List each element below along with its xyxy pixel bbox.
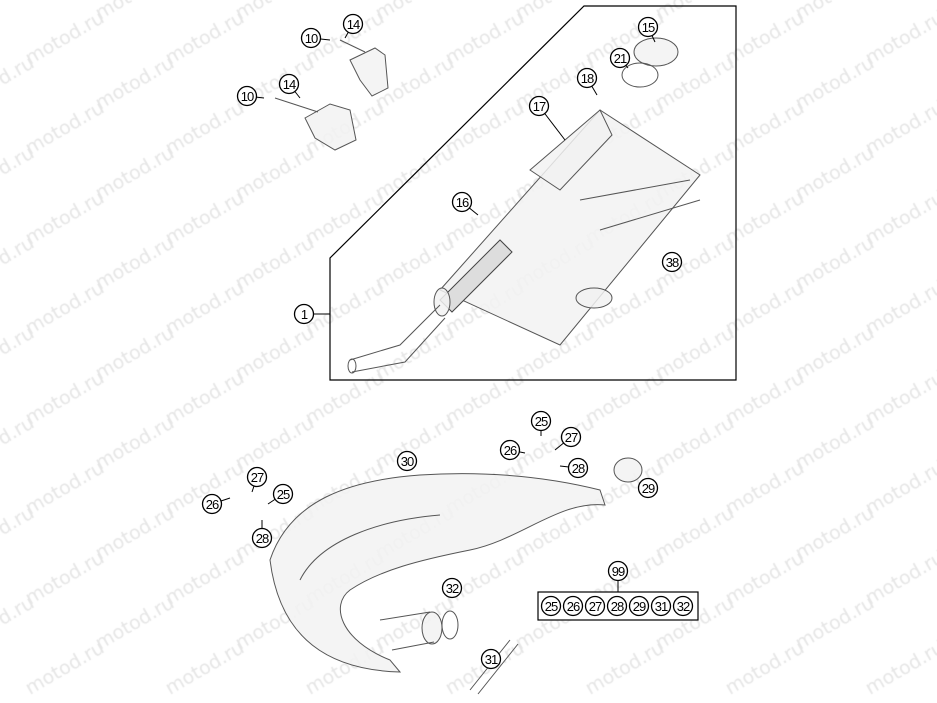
svg-text:32: 32 [446,581,459,596]
svg-text:27: 27 [251,470,264,485]
callout-15: 15 [637,16,659,38]
inlet-pipe [347,304,446,374]
svg-text:26: 26 [567,599,580,614]
callout-28: 28 [567,457,589,479]
svg-text:26: 26 [206,497,219,512]
callout-27: 27 [246,466,268,488]
callout-16: 16 [451,191,473,213]
svg-text:29: 29 [642,481,655,496]
svg-text:17: 17 [533,99,546,114]
callout-99: 99 [607,560,629,582]
svg-text:10: 10 [305,31,318,46]
callout-18: 18 [576,67,598,89]
bracket-lower [274,97,357,151]
svg-text:31: 31 [655,599,668,614]
callout-21: 21 [609,47,631,69]
bracket-upper [339,39,389,97]
callout-14: 14 [342,13,364,35]
callout-10: 10 [300,27,322,49]
svg-text:28: 28 [256,531,269,546]
svg-text:26: 26 [504,443,517,458]
callout-29: 29 [637,477,659,499]
callout-32: 32 [441,577,463,599]
assembly-1-frame [329,5,737,381]
callout-38: 38 [661,251,683,273]
silencer [439,37,701,346]
callout-14: 14 [278,73,300,95]
svg-text:10: 10 [241,89,254,104]
callout-30: 30 [396,450,418,472]
callout-27: 27 [560,426,582,448]
svg-text:38: 38 [666,255,679,270]
svg-text:25: 25 [535,414,548,429]
perforated-tube [433,239,513,317]
callouts: 14 10 14 10 15 21 18 17 16 38 1 30 25 26 27 28 29 27 26 25 2… [201,13,683,670]
callout-10: 10 [236,85,258,107]
callout-26: 26 [201,493,223,515]
svg-text:16: 16 [456,195,469,210]
svg-text:99: 99 [612,564,625,579]
callout-31: 31 [650,595,672,617]
svg-text:18: 18 [581,71,594,86]
svg-text:28: 28 [572,461,585,476]
svg-text:25: 25 [277,487,290,502]
svg-text:21: 21 [614,51,627,66]
svg-text:1: 1 [301,307,308,322]
callout-31: 31 [480,648,502,670]
callout-32: 32 [672,595,694,617]
svg-text:31: 31 [485,652,498,667]
svg-text:30: 30 [401,454,414,469]
svg-text:14: 14 [347,17,360,32]
callout-28: 28 [251,527,273,549]
header-pipe [269,473,606,673]
svg-text:27: 27 [565,430,578,445]
callout-17: 17 [528,95,550,117]
callout-1: 1 [293,303,315,325]
kit-box-99: 25 26 27 28 29 31 32 [537,591,699,621]
callout-26: 26 [499,439,521,461]
svg-text:25: 25 [545,599,558,614]
seal-29 [613,457,643,483]
callout-27: 27 [584,595,606,617]
svg-text:28: 28 [611,599,624,614]
svg-text:29: 29 [633,599,646,614]
svg-text:15: 15 [642,20,655,35]
callout-26: 26 [562,595,584,617]
callout-29: 29 [628,595,650,617]
o-ring-32 [441,610,459,640]
callout-28: 28 [606,595,628,617]
callout-25: 25 [272,483,294,505]
svg-text:27: 27 [589,599,602,614]
svg-text:32: 32 [677,599,690,614]
callout-25: 25 [530,410,552,432]
callout-25: 25 [540,595,562,617]
svg-text:14: 14 [283,77,296,92]
